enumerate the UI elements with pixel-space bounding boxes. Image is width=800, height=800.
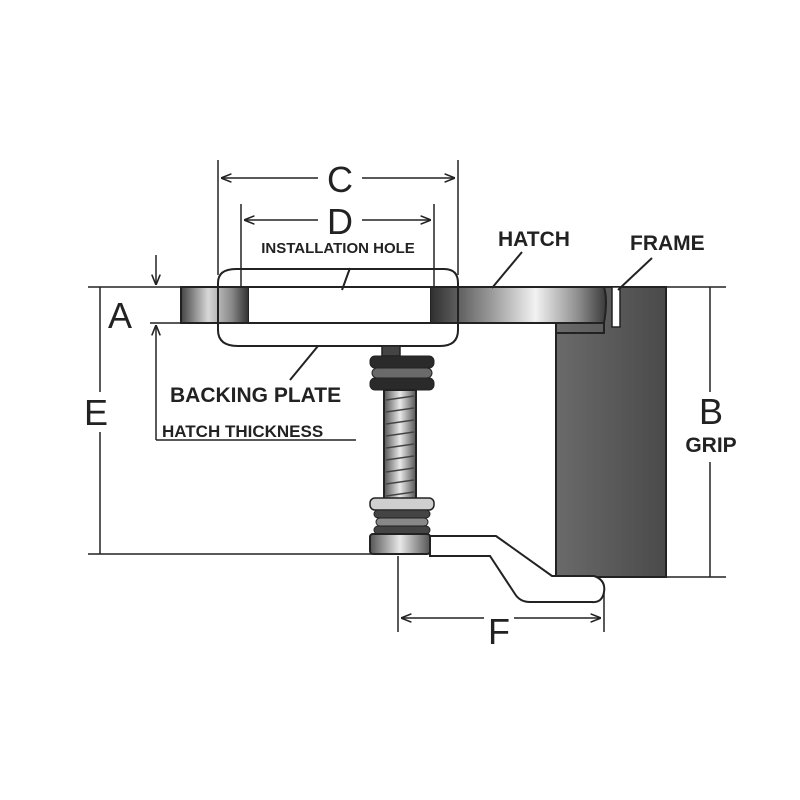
installation-hole-leader [341,267,351,291]
latch-stud [369,345,435,555]
backing-plate [217,268,459,347]
hatch-label: HATCH [498,228,570,251]
installation-hole-label: INSTALLATION HOLE [261,240,415,257]
dimension-f-label: F [488,611,510,652]
frame [555,286,667,578]
backing-plate-leader [289,345,319,381]
hatch-leader [491,251,523,289]
spring [373,509,431,535]
dimension-c [217,160,459,275]
thread-lines [385,395,415,497]
dimension-b-label: B [699,391,723,432]
dimension-e [88,287,372,555]
hatch-thickness-label: HATCH THICKNESS [162,422,323,441]
cam-arm [429,535,606,604]
dimension-a-label: A [108,295,132,336]
dimension-a [88,255,356,441]
dimension-f [397,556,605,632]
dimension-b [666,286,726,578]
grip-label: GRIP [685,434,736,457]
frame-leader [617,257,653,291]
frame-label: FRAME [630,232,705,255]
dimension-c-label: C [327,159,353,200]
dimension-d-label: D [327,201,353,242]
dimension-d [240,204,435,287]
backing-plate-label: BACKING PLATE [170,384,341,407]
dimension-e-label: E [84,392,108,433]
hatch-plate [180,286,607,324]
